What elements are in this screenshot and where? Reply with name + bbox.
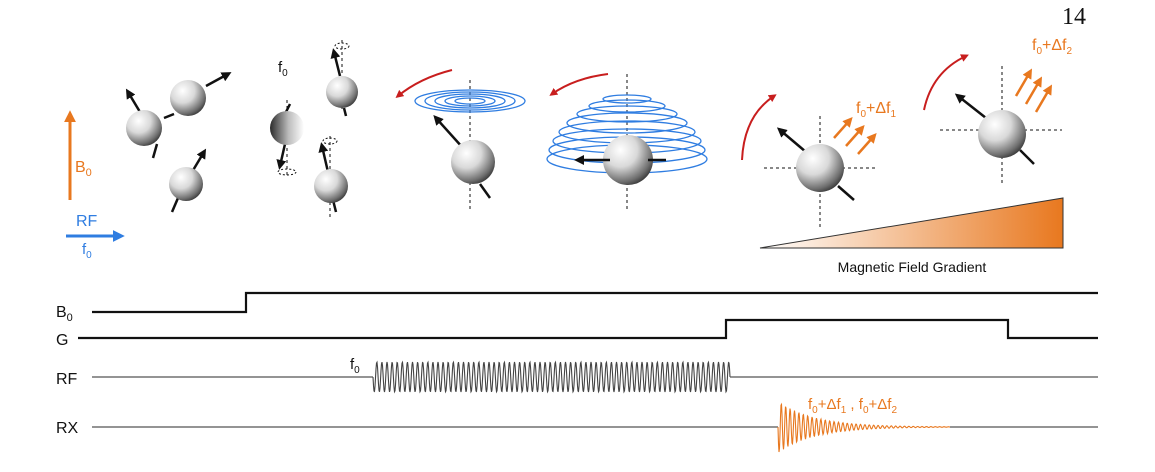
rf-trace: f0 (92, 356, 1098, 394)
spin1-freq-label: f0+Δf1 (856, 100, 897, 120)
rotation-arrow (395, 69, 453, 99)
gradient-label: Magnetic Field Gradient (838, 259, 987, 275)
rotation-arrow (549, 73, 609, 96)
rx-freq-label: f0+Δf1 , f0+Δf2 (808, 396, 897, 416)
spin2-freq-label: f0+Δf2 (1032, 37, 1073, 57)
g-trace (78, 318, 1098, 340)
spin-sphere (451, 140, 495, 184)
rf-legend-label: RF (76, 213, 98, 230)
timing-row-label-rf: RF (56, 371, 78, 388)
spin-sphere (314, 136, 348, 220)
spin-sphere (978, 110, 1026, 158)
timing-diagram: B0 G RF RX f0 f0+Δf1 , f0+Δf2 (56, 291, 1098, 453)
spin-gradient-1: f0+Δf1 (741, 94, 897, 228)
timing-row-label-b0: B0 (56, 304, 73, 324)
b0-trace (92, 291, 1098, 314)
spin-gradient-2: f0+Δf2 (923, 37, 1073, 184)
gradient-wedge: Magnetic Field Gradient (759, 197, 1064, 275)
spin-sphere (270, 100, 304, 178)
spin-sphere (125, 88, 162, 159)
precession-rings (414, 89, 526, 113)
b0-legend-label: B0 (75, 159, 92, 179)
random-spins (125, 72, 232, 213)
timing-row-label-rx: RX (56, 420, 79, 437)
excitation-large (546, 73, 708, 212)
spin-sphere (796, 144, 844, 192)
orange-freq-arrows (1014, 68, 1053, 113)
spin-sphere (163, 72, 232, 120)
page-number: 14 (1062, 4, 1086, 30)
spin-sphere (603, 135, 653, 185)
legend: B0 RF f0 (64, 110, 125, 261)
rf-freq-label: f0 (82, 241, 92, 261)
rotation-arrow (923, 54, 969, 111)
rx-trace: f0+Δf1 , f0+Δf2 (92, 396, 1098, 453)
orange-freq-arrows (833, 117, 877, 155)
spin-sphere (169, 148, 207, 213)
precess-freq-label: f0 (278, 59, 288, 79)
aligned-spins: f0 (270, 40, 358, 220)
rf-pulse-freq-label: f0 (350, 356, 360, 376)
excitation-small (395, 69, 526, 212)
timing-row-label-g: G (56, 332, 68, 349)
rotation-arrow (741, 94, 777, 161)
spin-sphere (326, 40, 358, 117)
